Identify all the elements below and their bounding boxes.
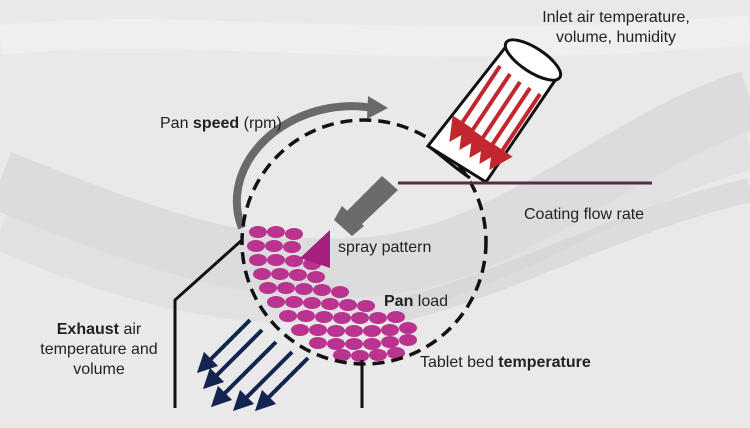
- exhaust-duct: [173, 238, 364, 408]
- exhaust-arrows: [196, 318, 310, 412]
- pan-speed-label: Pan speed (rpm): [160, 114, 282, 134]
- exhaust-air-label-line2: temperature and: [40, 341, 158, 358]
- inlet-arrows: [449, 64, 542, 170]
- exhaust-air-label-b: air: [119, 321, 142, 338]
- tablet-bed-label-b: temperature: [498, 354, 591, 371]
- pan-load-label-a: Pan: [384, 293, 414, 310]
- tablet-bed-label: Tablet bed temperature: [420, 353, 591, 373]
- tablet-bed: [247, 226, 417, 362]
- inlet-air-label: Inlet air temperature, volume, humidity: [518, 8, 714, 48]
- spray-nozzle: [334, 176, 398, 236]
- inlet-air-label-line2: volume, humidity: [555, 29, 677, 46]
- pan-speed-label-a: Pan: [160, 115, 193, 132]
- spray-pattern-label: spray pattern: [338, 239, 432, 256]
- exhaust-air-label: Exhaust air temperature and volume: [20, 320, 178, 380]
- exhaust-air-label-line1: Exhaust air: [20, 320, 178, 340]
- rotation-arrow: [233, 96, 388, 230]
- pan-load-label-b: load: [413, 293, 449, 310]
- pan-speed-label-c: (rpm): [239, 115, 282, 132]
- background-swoosh: [0, 15, 750, 323]
- pan-speed-label-b: speed: [192, 115, 240, 132]
- exhaust-air-label-line3: volume: [73, 361, 125, 378]
- exhaust-air-label-a: Exhaust: [56, 321, 119, 338]
- spray-triangle: [300, 230, 330, 268]
- pan-load-label: Pan load: [384, 292, 448, 312]
- tablet-bed-label-a: Tablet bed: [420, 354, 499, 371]
- inlet-air-label-line1: Inlet air temperature,: [542, 9, 690, 26]
- coating-flow-label: Coating flow rate: [524, 206, 645, 223]
